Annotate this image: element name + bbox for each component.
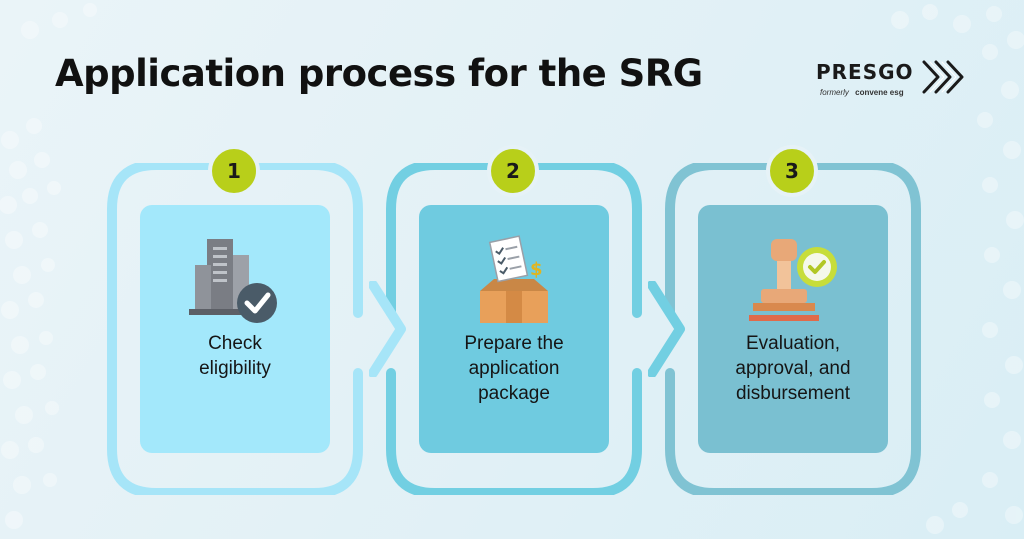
step-frame (386, 163, 642, 495)
brand-name: PRESGO (816, 60, 914, 84)
step-number-badge: 3 (766, 145, 818, 197)
step-number: 1 (227, 159, 241, 183)
step-label: Check eligibility (140, 331, 330, 381)
step-frame (665, 163, 921, 495)
step-number-badge: 2 (487, 145, 539, 197)
label-line: approval, and (735, 358, 851, 379)
label-line: disbursement (735, 383, 851, 404)
step-card: $ Prepare the application package (419, 205, 609, 453)
step-1: Check eligibility 1 (106, 145, 364, 495)
label-line: application (468, 358, 560, 379)
step-3: Evaluation, approval, and disbursement 3 (648, 145, 922, 495)
brand-logo: PRESGO formerly convene esg (816, 58, 976, 106)
formerly-text: formerly (820, 88, 849, 97)
step-label: Evaluation, approval, and disbursement (698, 331, 888, 406)
label-line: Check (208, 333, 262, 354)
step-2: $ Prepare the application package 2 (369, 145, 643, 495)
chevron-forward-icon (922, 60, 964, 94)
step-card: Evaluation, approval, and disbursement (698, 205, 888, 453)
step-frame (107, 163, 363, 495)
building-check-icon (189, 239, 277, 323)
document-box-icon: $ (480, 235, 548, 323)
label-line: package (478, 383, 550, 404)
label-line: Prepare the (464, 333, 564, 354)
svg-text:$: $ (530, 259, 543, 280)
step-number: 2 (506, 159, 520, 183)
brand-subtitle: formerly convene esg (820, 88, 904, 97)
page-title: Application process for the SRG (55, 52, 703, 95)
step-number: 3 (785, 159, 799, 183)
arrow-right-connector (648, 281, 685, 377)
step-number-badge: 1 (208, 145, 260, 197)
step-card: Check eligibility (140, 205, 330, 453)
label-line: eligibility (199, 358, 271, 379)
stamp-check-icon (749, 239, 837, 321)
arrow-right-connector (369, 281, 406, 377)
label-line: Evaluation, (745, 333, 840, 354)
step-label: Prepare the application package (419, 331, 609, 406)
former-brand-name: convene esg (855, 88, 904, 97)
